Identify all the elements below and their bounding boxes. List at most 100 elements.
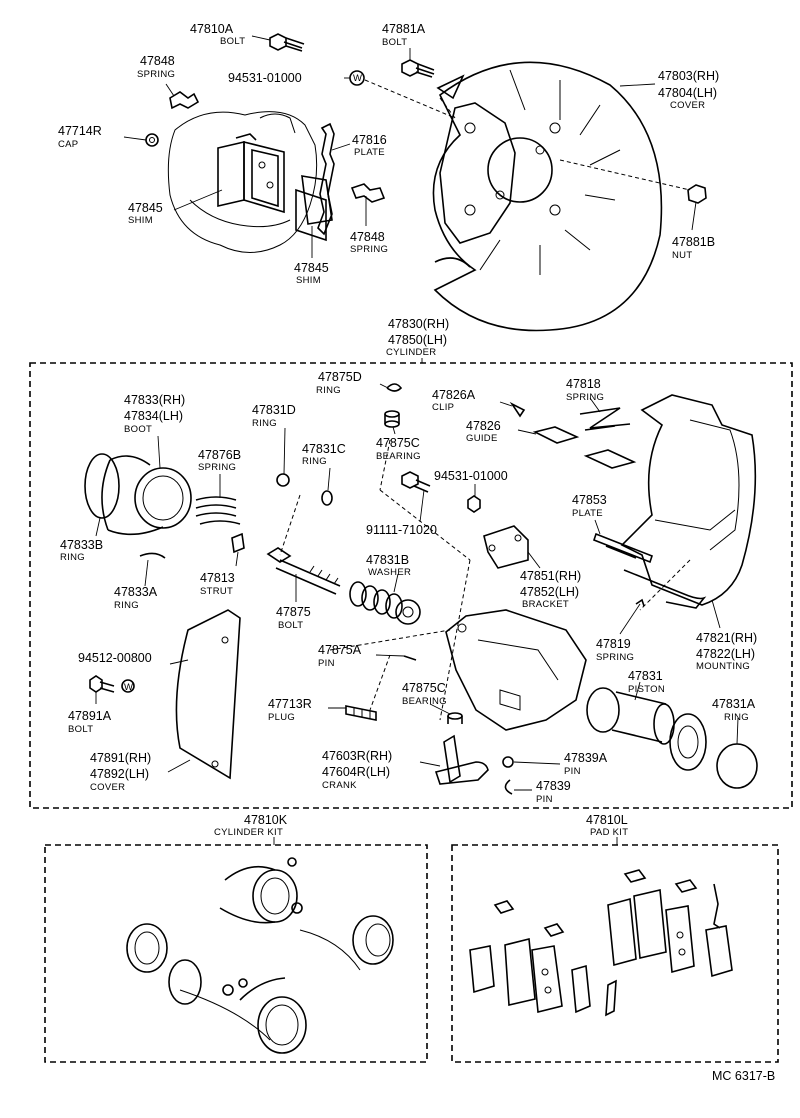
label-94531-mid-num: 94531-01000	[434, 469, 508, 483]
ring-47833a-drawing	[139, 552, 166, 559]
cap-47714r-drawing	[145, 133, 159, 147]
label-47604r-num: 47604R(LH)	[322, 765, 390, 779]
leader-lines	[95, 35, 739, 845]
label-47826-num: 47826	[466, 419, 501, 433]
label-47875-num: 47875	[276, 605, 311, 619]
label-47813-num: 47813	[200, 571, 235, 585]
label-47830-num: 47830(RH)	[388, 317, 449, 331]
label-47831-name: PISTON	[628, 684, 665, 695]
label-47810l-num: 47810L	[586, 813, 628, 827]
cylinder-assembly-box	[29, 362, 793, 809]
label-47853-name: PLATE	[572, 508, 603, 519]
caliper-body-drawing	[445, 609, 587, 731]
crank-47603r-drawing	[434, 734, 489, 785]
label-47822-num: 47822(LH)	[696, 647, 755, 661]
label-47881a-name: BOLT	[382, 37, 407, 48]
dust-cover-47803-drawing	[432, 61, 663, 332]
bolt-47881a-drawing	[401, 59, 435, 78]
label-47714r-name: CAP	[58, 139, 78, 150]
label-47839-name: PIN	[536, 794, 553, 805]
plate-47816-drawing	[317, 122, 335, 236]
label-47839a-num: 47839A	[564, 751, 608, 765]
label-47850-num: 47850(LH)	[388, 333, 447, 347]
label-47834-num: 47834(LH)	[124, 409, 183, 423]
label-47845-lower-name: SHIM	[296, 275, 321, 286]
label-47713r-name: PLUG	[268, 712, 295, 723]
bolt-47891a-drawing	[89, 675, 115, 693]
label-47875d-num: 47875D	[318, 370, 362, 384]
ring-47831d-drawing	[276, 473, 290, 487]
nut-47881b-drawing	[687, 184, 707, 204]
label-47831a-num: 47831A	[712, 697, 756, 711]
label-47831-num: 47831	[628, 669, 663, 683]
brake-pads-top-drawing	[217, 133, 285, 214]
label-47821-name: MOUNTING	[696, 661, 750, 672]
label-47853-num: 47853	[572, 493, 607, 507]
label-47831d-name: RING	[252, 418, 277, 429]
washer-47831b-drawing	[349, 581, 421, 625]
label-91111-num: 91111-71020	[366, 523, 437, 537]
label-94531-top-num: 94531-01000	[228, 71, 302, 85]
label-47819-num: 47819	[596, 637, 631, 651]
label-47818-num: 47818	[566, 377, 601, 391]
label-47803-name: COVER	[670, 100, 705, 111]
label-47845-upper-num: 47845	[128, 201, 163, 215]
label-47826a-num: 47826A	[432, 388, 476, 402]
label-47875c-lower-num: 47875C	[402, 681, 446, 695]
label-47839a-name: PIN	[564, 766, 581, 777]
label-47833-num: 47833(RH)	[124, 393, 185, 407]
label-47810k-num: 47810K	[244, 813, 288, 827]
label-47830-name: CYLINDER	[386, 347, 436, 358]
cover-47891-drawing	[175, 609, 241, 780]
bearing-47875c-upper-drawing	[384, 410, 400, 428]
bolt-91111-drawing	[401, 471, 431, 493]
label-47826a-name: CLIP	[432, 402, 454, 413]
label-47831c-num: 47831C	[302, 442, 346, 456]
ring-47831a-drawing	[716, 743, 758, 789]
ring-47833b-drawing	[84, 453, 120, 519]
label-47603r-num: 47603R(RH)	[322, 749, 392, 763]
label-94512-num: 94512-00800	[78, 651, 152, 665]
label-47713r-num: 47713R	[268, 697, 312, 711]
label-47819-name: SPRING	[596, 652, 634, 663]
label-47831b-name: WASHER	[368, 567, 411, 578]
label-47875c-upper-num: 47875C	[376, 436, 420, 450]
label-47714r-num: 47714R	[58, 124, 102, 138]
label-47833b-name: RING	[60, 552, 85, 563]
label-47892-num: 47892(LH)	[90, 767, 149, 781]
label-47831d-num: 47831D	[252, 403, 296, 417]
guide-47826-drawing	[532, 426, 637, 469]
washer-94531-mid-drawing	[467, 495, 481, 513]
plate-47853-drawing	[593, 532, 653, 564]
label-47881b-name: NUT	[672, 250, 692, 261]
label-47848-upper-num: 47848	[140, 54, 175, 68]
label-47803-num: 47803(RH)	[658, 69, 719, 83]
label-47891a-name: BOLT	[68, 724, 93, 735]
label-47891a-num: 47891A	[68, 709, 112, 723]
label-47848-upper-name: SPRING	[137, 69, 175, 80]
spring-47848-lower-drawing	[350, 183, 386, 203]
label-47891-num: 47891(RH)	[90, 751, 151, 765]
washer-mark-mid: W	[124, 682, 133, 693]
spring-47819-drawing	[623, 569, 707, 609]
bolt-47810a-drawing	[269, 33, 305, 52]
piston-47831-drawing	[586, 687, 707, 771]
label-47875-name: BOLT	[278, 620, 303, 631]
cylinder-kit-drawing	[126, 857, 394, 1054]
label-47881a-num: 47881A	[382, 22, 426, 36]
label-47881b-num: 47881B	[672, 235, 715, 249]
bracket-47851-drawing	[483, 525, 529, 569]
label-47813-name: STRUT	[200, 586, 233, 597]
washer-mark-top: W	[353, 73, 362, 84]
label-47810a-name: BOLT	[220, 36, 245, 47]
pad-kit-drawing	[469, 869, 733, 1017]
label-47852-num: 47852(LH)	[520, 585, 579, 599]
label-47875a-num: 47875A	[318, 643, 362, 657]
label-47810a-num: 47810A	[190, 22, 234, 36]
label-47816-num: 47816	[352, 133, 387, 147]
mounting-47821-drawing	[620, 394, 757, 606]
label-47876b-name: SPRING	[198, 462, 236, 473]
pin-47875a-drawing	[403, 655, 417, 661]
bearing-47875c-lower-drawing	[447, 712, 463, 724]
plug-47713r-drawing	[345, 705, 377, 721]
